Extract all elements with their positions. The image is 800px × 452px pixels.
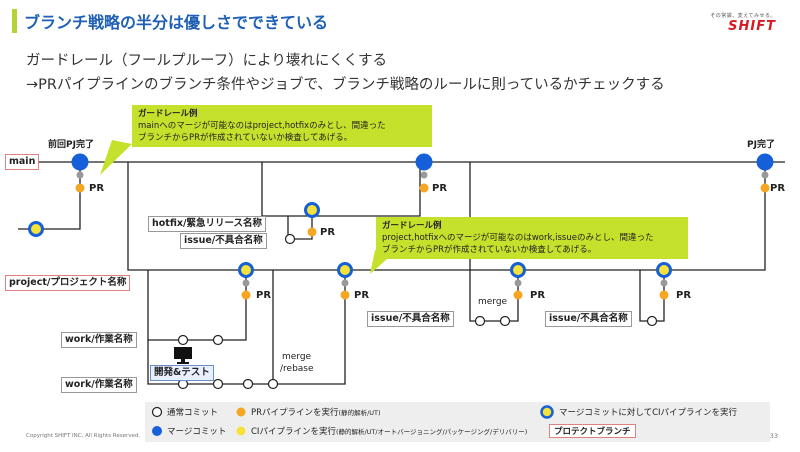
merge-commit	[756, 153, 774, 171]
pr-pipeline-marker	[340, 290, 350, 300]
normal-commit	[284, 233, 296, 245]
hotfix-branch-line	[261, 162, 421, 217]
prior-feed-branch-line	[18, 162, 81, 230]
branch-label-project: project/プロジェクト名称	[5, 275, 131, 291]
dev-test-label: 開発&テスト	[150, 365, 214, 381]
branch-label-work-1: work/作業名称	[61, 332, 137, 348]
merge-ci-commit	[656, 262, 672, 278]
pr-pipeline-marker	[659, 290, 669, 300]
callout-1-line-2: ブランチからPRが作成されていないか検査してあげる。	[138, 133, 353, 143]
merge-ci-commit	[337, 262, 353, 278]
branch-label-main: main	[5, 154, 40, 170]
logo-name: SHIFT	[728, 19, 776, 34]
normal-commit	[242, 378, 254, 390]
pr-connector-dot	[341, 279, 349, 287]
subtitle-line-1: ガードレール（フールプルーフ）により壊れにくくする	[26, 53, 388, 69]
logo-tagline: その常識、変えてみせる。	[710, 13, 776, 19]
branch-label-issue-a: issue/不具合名称	[367, 311, 454, 327]
project-branch-line	[127, 162, 766, 271]
pr-label-hotfix-issue: PR	[320, 227, 336, 238]
monitor-icon	[174, 347, 192, 364]
shift-logo: その常識、変えてみせる。 SHIFT	[710, 12, 776, 34]
merge-commit	[415, 153, 433, 171]
pr-connector-dot	[420, 171, 428, 179]
pr-connector-dot	[76, 171, 84, 179]
callout-1-pointer	[100, 140, 132, 175]
branch-label-hotfix: hotfix/緊急リリース名称	[148, 216, 266, 232]
guardrail-callout-2: ガードレール例 project,hotfixへのマージが可能なのはwork,is…	[376, 217, 688, 259]
legend-pr-pipeline: PRパイプラインを実行(静的解析/UT)	[251, 408, 381, 418]
merge-label: merge	[478, 297, 508, 307]
merge-commit	[71, 153, 89, 171]
work-1-branch-line	[147, 270, 247, 341]
normal-commit	[267, 378, 279, 390]
page-number: 33	[769, 432, 778, 440]
legend-merge-commit-marker	[152, 426, 162, 436]
legend-pr-pipeline-marker	[236, 407, 246, 417]
legend-merge-commit: マージコミット	[167, 427, 227, 437]
pr-pipeline-marker	[513, 290, 523, 300]
callout-1-line-1: mainへのマージが可能なのはproject,hotfixのみとし、間違った	[138, 121, 386, 131]
slide-title: ブランチ戦略の半分は優しさでできている	[24, 13, 329, 32]
legend-ci-pipeline-marker	[236, 426, 246, 436]
pr-pipeline-marker	[760, 183, 770, 193]
branch-label-hotfix-issue: issue/不具合名称	[180, 233, 267, 249]
pr-label-issue-b: PR	[676, 290, 692, 301]
pr-pipeline-marker	[241, 290, 251, 300]
pr-label-project-final: PR	[770, 183, 786, 194]
pr-connector-dot	[514, 279, 522, 287]
legend-markers	[151, 405, 554, 436]
pr-label-hotfix: PR	[432, 183, 448, 194]
commit-markers	[28, 153, 774, 390]
pr-connector-dot	[242, 279, 250, 287]
pj-done-label: PJ完了	[747, 140, 775, 150]
issue-a-branch-line	[469, 270, 519, 322]
normal-commit	[646, 315, 658, 327]
legend-normal-commit-marker	[151, 406, 163, 418]
normal-commit	[177, 334, 189, 346]
prev-pj-done-label: 前回PJ完了	[48, 140, 94, 150]
guardrail-callout-1: ガードレール例 mainへのマージが可能なのはproject,hotfixのみと…	[132, 105, 432, 147]
callout-2-title: ガードレール例	[382, 221, 442, 231]
pr-label-work-2: PR	[354, 290, 370, 301]
copyright: Copyright SHIFT INC, All Rights Reserved…	[26, 433, 141, 439]
legend-protected-branch: プロテクトブランチ	[549, 424, 636, 438]
pr-label-work-1: PR	[256, 290, 272, 301]
legend-normal-commit: 通常コミット	[167, 408, 219, 418]
branch-label-issue-b: issue/不具合名称	[545, 311, 632, 327]
pr-connector-dot	[761, 171, 769, 179]
pr-connector-dot	[660, 279, 668, 287]
pr-pipeline-marker	[75, 183, 85, 193]
pr-label-issue-a: PR	[530, 290, 546, 301]
normal-commit	[499, 315, 511, 327]
merge-rebase-label-1: merge	[282, 352, 312, 362]
legend-merge-ci: マージコミットに対してCIパイプラインを実行	[559, 408, 738, 418]
branch-label-work-2: work/作業名称	[61, 377, 137, 393]
normal-commit	[474, 315, 486, 327]
merge-ci-commit	[304, 202, 320, 218]
merge-ci-commit	[238, 262, 254, 278]
callout-1-title: ガードレール例	[138, 109, 198, 119]
legend-merge-ci-marker	[540, 405, 554, 419]
merge-ci-commit	[510, 262, 526, 278]
pr-pipeline-marker	[307, 227, 317, 237]
legend: 通常コミット マージコミット PRパイプラインを実行(静的解析/UT) CIパイ…	[145, 402, 770, 442]
normal-commit	[212, 334, 224, 346]
pr-label-prior: PR	[89, 183, 105, 194]
legend-ci-pipeline: CIパイプラインを実行(静的解析/UT/オートバージョニング/パッケージング/デ…	[251, 427, 528, 437]
callout-2-line-1: project,hotfixへのマージが可能なのはwork,issueのみとし、…	[382, 233, 654, 243]
merge-ci-commit	[28, 221, 44, 237]
callout-2-line-2: ブランチからPRが作成されていないか検査してあげる。	[382, 245, 597, 255]
title-accent-bar	[12, 9, 17, 33]
pr-pipeline-marker	[419, 183, 429, 193]
normal-commit	[212, 378, 224, 390]
merge-rebase-label-2: /rebase	[280, 364, 314, 374]
subtitle-line-2: →PRパイプラインのブランチ条件やジョブで、ブランチ戦略のルールに則っているかチ…	[26, 77, 665, 93]
